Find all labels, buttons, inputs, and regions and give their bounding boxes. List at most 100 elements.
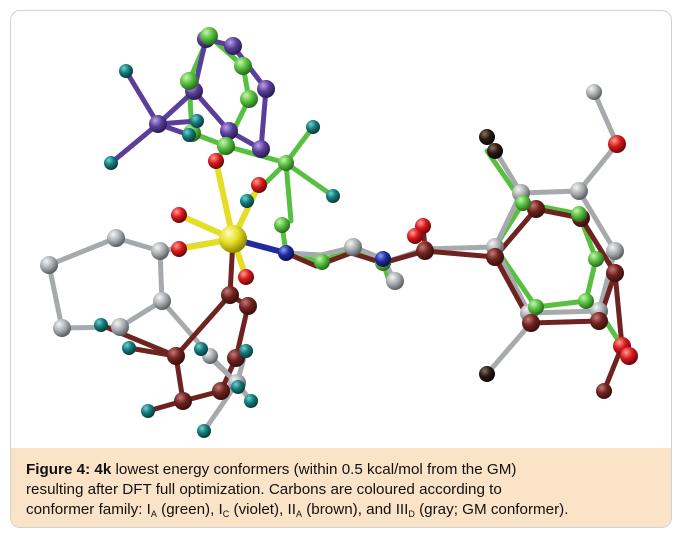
gray-atom	[386, 272, 404, 290]
gray-bond	[422, 244, 498, 252]
atoms-layer	[40, 27, 638, 438]
blue-atom	[278, 245, 294, 261]
green-atom	[274, 217, 290, 233]
teal-atom	[119, 64, 133, 78]
gray-atom	[53, 319, 71, 337]
brown-atom	[606, 264, 624, 282]
gray-bond	[46, 235, 119, 268]
violet-atom	[252, 140, 270, 158]
gray-bond	[576, 141, 620, 194]
red-atom	[208, 153, 224, 169]
brown-atom	[221, 286, 239, 304]
violet-bond	[123, 68, 161, 127]
gray-bond	[484, 320, 534, 377]
brown-atom	[527, 200, 545, 218]
red-atom	[407, 228, 423, 244]
black-atom	[479, 129, 495, 145]
green-atom	[314, 254, 330, 270]
teal-atom	[239, 344, 253, 358]
gray-atom	[153, 292, 171, 310]
green-atom	[234, 57, 252, 75]
gray-bond	[46, 262, 65, 331]
brown-atom	[522, 314, 540, 332]
brown-atom	[416, 242, 434, 260]
bonds-layer	[46, 33, 625, 434]
gray-bond	[518, 188, 582, 196]
teal-atom	[326, 189, 340, 203]
brown-bond	[173, 292, 233, 359]
green-atom	[180, 72, 198, 90]
teal-atom	[231, 380, 245, 394]
green-bond	[283, 160, 294, 224]
teal-atom	[104, 156, 118, 170]
teal-atom	[240, 194, 254, 208]
brown-bond	[612, 270, 625, 349]
yellow-atom	[219, 225, 247, 253]
gray-atom	[344, 238, 362, 256]
brown-atom	[174, 392, 192, 410]
brown-atom	[590, 312, 608, 330]
black-atom	[487, 143, 503, 159]
gray-atom	[111, 318, 129, 336]
brown-bond	[528, 318, 602, 326]
caption-label: Figure 4:	[26, 461, 91, 478]
caption-family-sub-4: D	[408, 509, 415, 519]
brown-atom	[239, 297, 257, 315]
caption-line-1: Figure 4: 4k lowest energy conformers (w…	[26, 460, 666, 480]
caption-family-sub-2: C	[222, 509, 230, 519]
green-atom	[240, 90, 258, 108]
green-atom	[588, 251, 604, 267]
red-atom	[238, 269, 254, 285]
caption-family-2: (violet), II	[233, 501, 296, 518]
caption-line1-text: lowest energy conformers (within 0.5 kca…	[115, 461, 517, 478]
molecular-structure-image	[40, 27, 638, 438]
teal-atom	[306, 120, 320, 134]
red-atom	[171, 207, 187, 223]
teal-atom	[197, 424, 211, 438]
teal-atom	[141, 404, 155, 418]
red-atom	[251, 177, 267, 193]
gray-bond	[201, 380, 240, 434]
caption-family-1: (green), I	[161, 501, 223, 518]
brown-atom	[596, 383, 612, 399]
teal-atom	[182, 128, 196, 142]
caption-family-sub-3: A	[295, 509, 302, 519]
caption-family-4: (gray; GM conformer).	[419, 501, 569, 518]
teal-atom	[190, 114, 204, 128]
figure-caption: Figure 4: 4k lowest energy conformers (w…	[26, 460, 666, 520]
brown-bond	[578, 215, 618, 276]
green-atom	[278, 155, 294, 171]
caption-family-sub-1: A	[150, 509, 157, 519]
gray-atom	[40, 256, 58, 274]
violet-atom	[224, 37, 242, 55]
caption-line-3: conformer family: IA (green), IC (violet…	[26, 500, 666, 520]
red-atom	[620, 347, 638, 365]
gray-atom	[151, 242, 169, 260]
violet-bond	[258, 86, 269, 152]
green-bond	[533, 298, 589, 310]
violet-bond	[108, 121, 161, 166]
gray-atom	[570, 182, 588, 200]
figure-frame	[10, 10, 672, 528]
red-atom	[608, 135, 626, 153]
green-atom	[578, 293, 594, 309]
green-atom	[200, 27, 218, 45]
brown-atom	[486, 248, 504, 266]
blue-atom	[375, 251, 391, 267]
red-atom	[171, 241, 187, 257]
caption-family-3: (brown), and III	[306, 501, 409, 518]
gray-atom	[586, 84, 602, 100]
green-atom	[515, 195, 531, 211]
green-atom	[571, 206, 587, 222]
brown-bond	[422, 248, 498, 260]
black-atom	[479, 366, 495, 382]
brown-atom	[212, 382, 230, 400]
green-atom	[217, 137, 235, 155]
teal-atom	[122, 341, 136, 355]
green-bond	[283, 160, 336, 199]
caption-family-prefix: conformer family: I	[26, 501, 151, 518]
green-atom	[528, 299, 544, 315]
gray-bond	[576, 188, 618, 254]
teal-atom	[244, 394, 258, 408]
caption-line-2: resulting after DFT full optimization. C…	[26, 481, 502, 498]
